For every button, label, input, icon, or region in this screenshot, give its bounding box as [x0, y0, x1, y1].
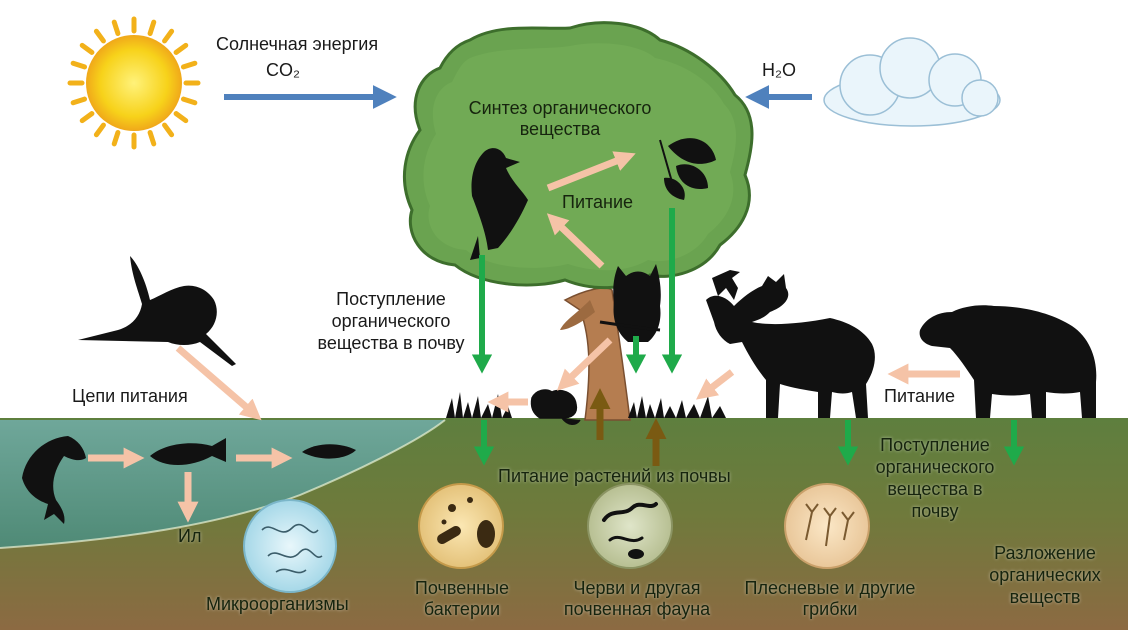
- bacteria-label: Почвенные бактерии: [402, 578, 522, 620]
- input-left-label: Поступление органического вещества в поч…: [306, 288, 476, 354]
- silt-label: Ил: [178, 526, 202, 546]
- worms-line-1: Черви и другая: [573, 578, 701, 598]
- bacteria-circle: [418, 483, 504, 569]
- food-chains-label: Цепи питания: [72, 386, 188, 406]
- moose-icon: [706, 270, 875, 418]
- bacteria-line-1: Почвенные: [414, 578, 510, 598]
- solar-energy-label: Солнечная энергия: [216, 34, 379, 54]
- decomposition-line-1: Разложение: [994, 543, 1096, 563]
- input-left-line-2: органического: [331, 311, 451, 331]
- nutrition-bear-label: Питание: [884, 386, 956, 406]
- arrow-feeding: [546, 213, 605, 269]
- input-left-line-3: вещества в почву: [317, 333, 465, 353]
- sun-ray: [162, 28, 175, 44]
- arrow-food-chain: [175, 345, 262, 421]
- owl-icon: [613, 264, 661, 342]
- microorganisms-label: Микроорганизмы: [206, 594, 349, 614]
- sun-ray: [173, 111, 189, 124]
- decomposition-line-2: органических: [989, 565, 1101, 585]
- fish-icon: [150, 438, 226, 465]
- input-right-line-3: вещества в: [887, 479, 983, 499]
- fungi-line-1: Плесневые и другие: [744, 578, 916, 598]
- decomposition-line-3: веществ: [1009, 587, 1081, 607]
- sun-ray: [162, 122, 175, 138]
- tree-branch: [560, 300, 595, 330]
- owl-branch: [599, 320, 661, 332]
- small-fish-icon: [302, 444, 356, 459]
- sun-ray: [180, 96, 198, 106]
- input-left-line-1: Поступление: [336, 289, 446, 309]
- microorganisms-circle: [243, 499, 337, 593]
- sun-ray: [93, 28, 106, 44]
- crane-icon: [78, 256, 236, 366]
- leaves-icon: [659, 138, 716, 200]
- woodpecker-icon: [470, 148, 528, 260]
- bacteria-line-2: бактерии: [423, 599, 501, 619]
- co2-label: CO₂: [266, 60, 300, 80]
- fungi-circle: [784, 483, 870, 569]
- sun-ray: [111, 129, 121, 147]
- mouse-icon: [530, 389, 581, 425]
- sun-ray: [70, 96, 88, 106]
- sun-icon: [67, 16, 201, 150]
- arrow-feeding: [546, 151, 636, 192]
- sun-ray: [111, 19, 121, 37]
- sun-ray: [147, 129, 157, 147]
- synthesis-label: Синтез органического вещества: [450, 98, 670, 140]
- arrow-feeding: [696, 369, 735, 400]
- sun-ray: [173, 42, 189, 55]
- pike-icon: [22, 436, 86, 524]
- sun-ray: [93, 122, 106, 138]
- sun-ray: [79, 42, 95, 55]
- h2o-label: H₂O: [762, 60, 796, 80]
- nutrition-tree-label: Питание: [562, 192, 634, 212]
- worms-circle: [587, 483, 673, 569]
- worms-label: Черви и другая почвенная фауна: [552, 578, 722, 620]
- sun-ray: [147, 19, 157, 37]
- synthesis-line-1: Синтез органического: [468, 98, 652, 118]
- input-right-label: Поступление органического вещества в поч…: [860, 434, 1010, 522]
- input-right-line-1: Поступление: [880, 435, 990, 455]
- synthesis-line-2: вещества: [519, 119, 601, 139]
- sun-ray: [79, 111, 95, 124]
- decomposition-label: Разложение органических веществ: [970, 542, 1120, 608]
- sun-ray: [180, 60, 198, 70]
- input-right-line-2: органического: [875, 457, 995, 477]
- arrow-feeding: [556, 337, 613, 391]
- worms-line-2: почвенная фауна: [563, 599, 711, 619]
- plant-nutrition-label: Питание растений из почвы: [498, 466, 731, 486]
- input-right-line-4: почву: [911, 501, 959, 521]
- sun-ray: [70, 60, 88, 70]
- fungi-label: Плесневые и другие грибки: [730, 578, 930, 620]
- bear-icon: [919, 305, 1097, 418]
- cloud-icon: [823, 37, 1001, 127]
- fungi-line-2: грибки: [802, 599, 858, 619]
